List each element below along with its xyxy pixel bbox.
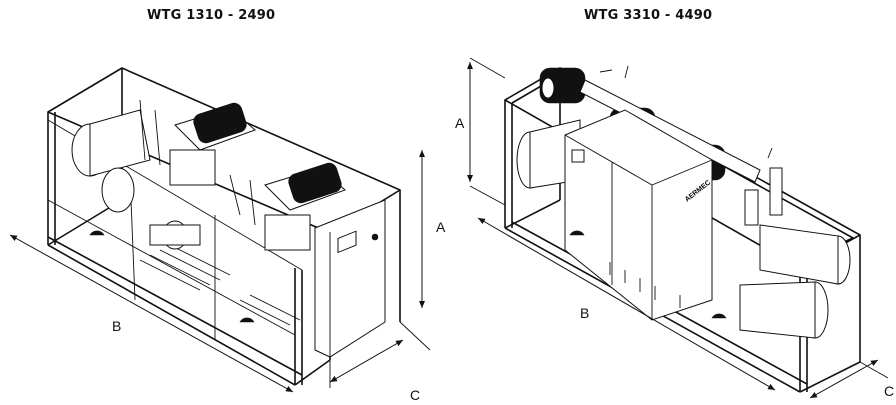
right-dim-c-line <box>809 359 879 399</box>
right-dim-b-line <box>477 217 776 391</box>
left-unit-drawing <box>47 67 401 386</box>
left-dim-b-label: B <box>112 318 121 334</box>
right-dim-a-label: A <box>455 115 465 131</box>
right-dim-b-label: B <box>580 305 589 321</box>
right-compressor-1 <box>539 67 586 104</box>
left-dim-a-label: A <box>436 219 446 235</box>
right-unit-title: WTG 3310 - 4490 <box>584 8 713 23</box>
left-dim-c-line <box>329 339 404 383</box>
right-dim-c-label: C <box>884 383 894 399</box>
left-unit-title: WTG 1310 - 2490 <box>147 8 276 23</box>
left-dim-c-label: C <box>410 387 420 403</box>
left-compressor-1 <box>169 102 256 186</box>
right-unit-drawing: AERMEC <box>504 65 861 393</box>
left-electrical-panel <box>314 199 386 358</box>
left-dim-b-line <box>9 234 294 393</box>
